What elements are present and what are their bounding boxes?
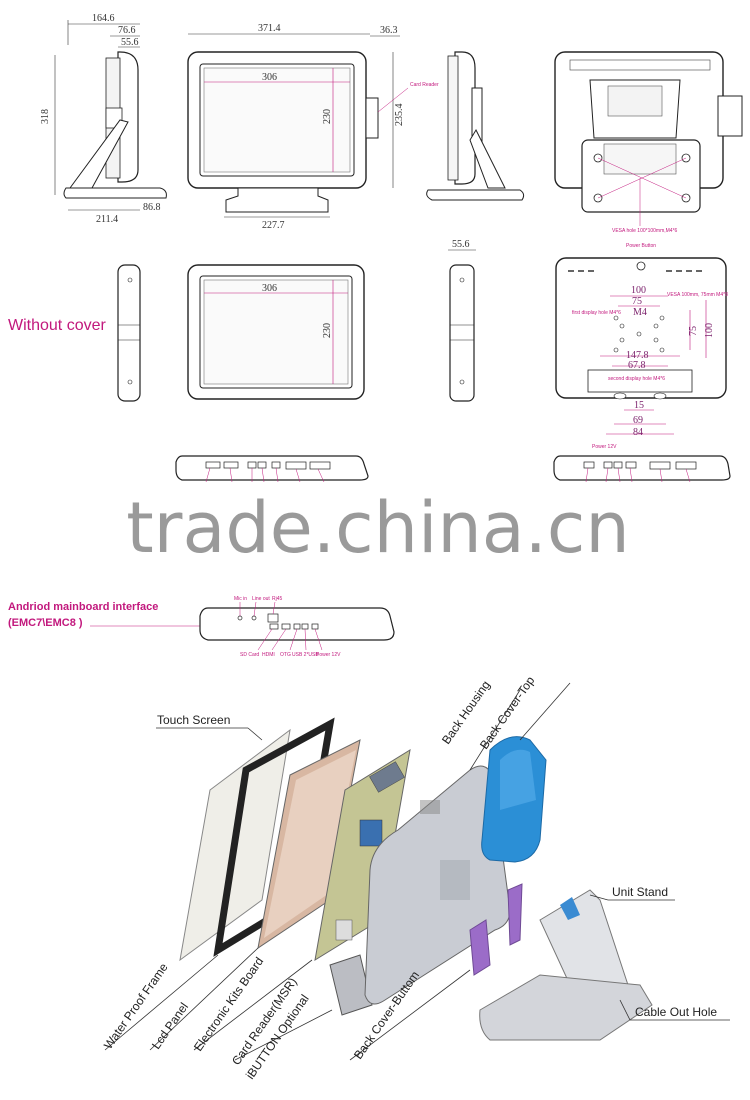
dim-230: 230 [322, 109, 333, 124]
dim-164-6: 164.6 [92, 13, 115, 24]
without-cover-label: Without cover [8, 317, 106, 334]
back-cover-bottom-part [469, 919, 491, 976]
second-hole-label: second display hole M4*6 [608, 376, 665, 382]
first-hole-label: first display hole M4*6 [572, 310, 621, 316]
right-side-view [426, 51, 525, 201]
watermark-text: trade.china.cn [126, 487, 630, 569]
dim-75-top: 75 [632, 296, 642, 307]
dim-100-top: 100 [631, 285, 646, 296]
ports-view-left [175, 455, 369, 483]
android-port-lineout: Line out [252, 596, 270, 602]
android-title-2: (EMC7\EMC8 ) [8, 617, 83, 629]
card-reader-label: Card Reader [410, 82, 439, 88]
android-port-usb: USB 2*USB [292, 652, 319, 658]
dim-227-7: 227.7 [262, 220, 285, 231]
back-no-cover-view: Power Button 100 75 M4 VESA 100mm, 75mm … [555, 243, 728, 438]
dim-84: 84 [633, 427, 643, 438]
android-port-power: Power 12V [316, 652, 341, 658]
dim-306-nocover: 306 [262, 283, 277, 294]
label-unit-stand: Unit Stand [612, 885, 668, 899]
ports-view-right: Power 12V [553, 444, 731, 483]
android-port-sd: SD Card [240, 652, 259, 658]
dim-55-6: 55.6 [121, 37, 139, 48]
dim-69: 69 [633, 415, 643, 426]
without-cover-row: Without cover 306 230 55.6 [8, 239, 476, 402]
dim-235-4: 235.4 [394, 104, 405, 127]
back-view: VESA hole 100*100mm,M4*6 [554, 51, 743, 234]
dim-36-3: 36.3 [380, 25, 398, 36]
android-port-mic: Mic in [234, 596, 247, 602]
dim-211-4: 211.4 [96, 214, 118, 225]
label-touch-screen: Touch Screen [157, 713, 230, 727]
exploded-view: Touch Screen Back Housing Back Cover-Top… [101, 673, 730, 1082]
card-reader-part [329, 954, 373, 1016]
android-title-1: Andriod mainboard interface [8, 601, 158, 613]
dim-86-8: 86.8 [143, 202, 161, 213]
dim-55-6-nocover: 55.6 [452, 239, 470, 250]
unit-stand-part [539, 889, 629, 986]
dim-75-vert: 75 [688, 326, 699, 336]
dim-230-nocover: 230 [322, 323, 333, 338]
vesa-note-back: VESA hole 100*100mm,M4*6 [612, 228, 678, 234]
dim-318: 318 [40, 109, 51, 124]
side-view: 164.6 76.6 55.6 318 211.4 86.8 [40, 13, 167, 225]
dim-76-6: 76.6 [118, 25, 136, 36]
dim-15: 15 [634, 400, 644, 411]
dim-371-4: 371.4 [258, 23, 281, 34]
android-port-rj45: Rj45 [272, 596, 283, 602]
dim-100-vert: 100 [704, 323, 715, 338]
label-cable-out-hole: Cable Out Hole [635, 1005, 717, 1019]
power-12v-label: Power 12V [592, 444, 617, 450]
dim-m4: M4 [633, 307, 647, 318]
back-housing-part [364, 765, 511, 1005]
android-port-hdmi: HDMI [262, 652, 275, 658]
dim-147-8: 147.8 [626, 350, 649, 361]
power-button-label: Power Button [626, 243, 656, 249]
android-interface: Andriod mainboard interface (EMC7\EMC8 )… [8, 596, 395, 658]
dim-306: 306 [262, 72, 277, 83]
dim-67-8: 67.8 [628, 360, 646, 371]
vesa-note-back2: VESA 100mm, 75mm M4*8 [667, 292, 728, 298]
front-view: 371.4 36.3 306 230 235.4 Card Reader 227… [187, 23, 439, 231]
watermark: trade.china.cn [126, 487, 630, 569]
android-port-otg: OTG [280, 652, 291, 658]
